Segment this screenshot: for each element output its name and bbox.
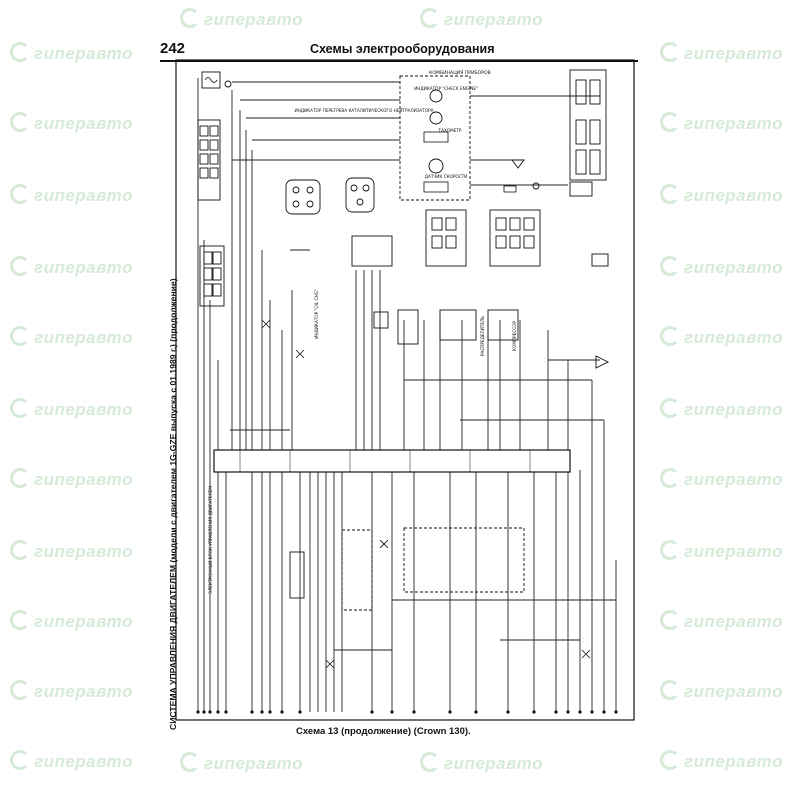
label-ecu: ЭЛЕКТРОННЫЙ БЛОК УПРАВЛЕНИЯ ДВИГАТЕЛЕМ (208, 486, 213, 594)
fuse-symbol (201, 71, 221, 89)
diagram-frame (175, 59, 635, 721)
sensor-symbols (261, 185, 591, 669)
page-header: 242 Схемы электрооборудования (160, 38, 638, 62)
label-speed-sensor: ДАТЧИК СКОРОСТИ (425, 174, 468, 179)
diagram-caption: Схема 13 (продолжение) (Crown 130). (296, 726, 471, 737)
diagram-labels: КОМБИНАЦИЯ ПРИБОРОВ ИНДИКАТОР "CHECK ENG… (208, 70, 517, 594)
label-distributor: РАСПРЕДЕЛИТЕЛЬ (480, 316, 485, 356)
wires-left (197, 78, 343, 712)
connector-drawings (197, 69, 609, 307)
speed-sensor-symbol (428, 158, 444, 174)
label-tachometer: ТАХОМЕТР (438, 128, 462, 133)
bottom-terminals (196, 710, 618, 714)
ground-symbols (224, 80, 610, 369)
instrument-cluster-box (399, 75, 471, 201)
label-overheat: ИНДИКАТОР ПЕРЕГРЕВА КАТАЛИТИЧЕСКОГО НЕЙТ… (294, 108, 433, 113)
ecu-pins (239, 450, 531, 472)
check-engine-lamp (429, 89, 443, 103)
component-boxes (289, 235, 525, 611)
label-instrument-combination: КОМБИНАЦИЯ ПРИБОРОВ (429, 70, 491, 76)
ecu-connector-block (213, 449, 571, 473)
tachometer-box (423, 131, 449, 143)
label-oil-chg: ИНДИКАТОР "OIL CHG" (314, 289, 319, 339)
section-title: Схемы электрооборудования (310, 42, 495, 56)
wires-horizontal (230, 81, 616, 651)
label-check-engine: ИНДИКАТОР "CHECK ENGINE" (414, 86, 478, 91)
diagram-side-title: СИСТЕМА УПРАВЛЕНИЯ ДВИГАТЕЛЕМ (модели с … (168, 278, 178, 730)
wires-right (355, 270, 617, 712)
label-compressor: КОМПРЕССОР (512, 321, 517, 351)
dimmer-box (423, 181, 449, 193)
overheat-lamp (429, 111, 443, 125)
page-number: 242 (160, 40, 186, 57)
